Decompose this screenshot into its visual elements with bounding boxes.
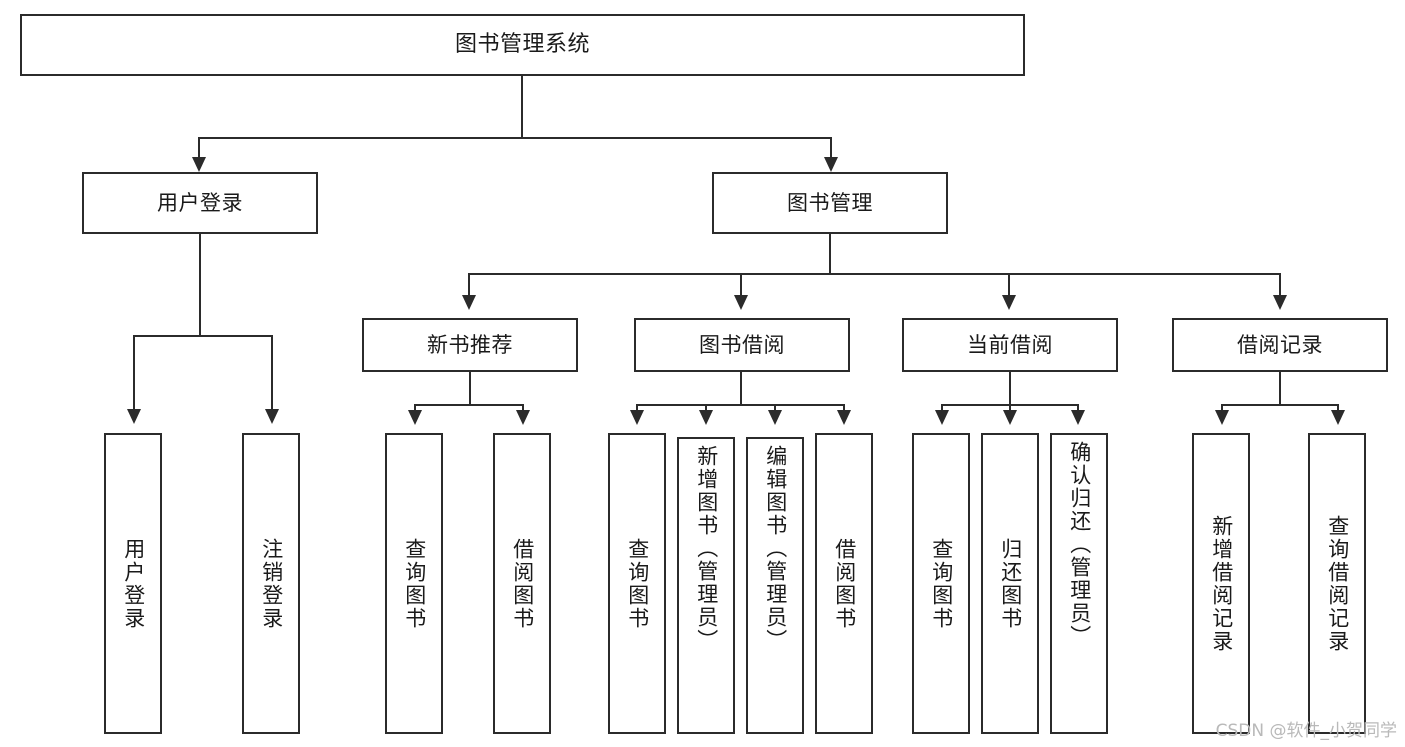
node-leaf-query-book-borrow[interactable]: 查询图书 bbox=[608, 433, 666, 734]
node-leaf-logout-label: 注销登录 bbox=[259, 537, 284, 630]
node-leaf-add-book-admin[interactable]: 新增图书（管理员） bbox=[677, 437, 735, 734]
node-leaf-query-borrow-record[interactable]: 查询借阅记录 bbox=[1308, 433, 1366, 734]
edge-borrow-to-c bbox=[774, 404, 776, 412]
node-root-system-label: 图书管理系统 bbox=[454, 32, 590, 58]
edge-user-to-leaf2 bbox=[271, 335, 273, 411]
edge-current-to-a bbox=[941, 404, 943, 412]
arrow-borrow-leaf-b bbox=[699, 410, 713, 425]
arrow-to-user-login bbox=[192, 157, 206, 172]
arrow-to-current-borrow bbox=[1002, 295, 1016, 310]
node-book-borrow-label: 图书借阅 bbox=[699, 332, 785, 357]
node-leaf-return-book-label: 归还图书 bbox=[998, 537, 1023, 630]
arrow-record-leaf-a bbox=[1215, 410, 1229, 425]
node-leaf-query-book-new-label: 查询图书 bbox=[402, 537, 427, 630]
node-book-borrow[interactable]: 图书借阅 bbox=[634, 318, 850, 372]
arrow-to-logout-leaf bbox=[265, 409, 279, 424]
arrow-current-leaf-a bbox=[935, 410, 949, 425]
edge-book-to-current bbox=[1008, 273, 1010, 297]
node-leaf-return-book[interactable]: 归还图书 bbox=[981, 433, 1039, 734]
edge-book-to-record bbox=[1279, 273, 1281, 297]
arrow-to-borrow-record bbox=[1273, 295, 1287, 310]
node-current-borrow-label: 当前借阅 bbox=[967, 332, 1053, 357]
node-new-book-recommend-label: 新书推荐 bbox=[427, 332, 513, 357]
arrow-new-leaf-b bbox=[516, 410, 530, 425]
edge-root-to-book bbox=[830, 137, 832, 159]
edge-current-to-c bbox=[1077, 404, 1079, 412]
node-leaf-query-book-borrow-label: 查询图书 bbox=[625, 537, 650, 630]
edge-book-bar bbox=[468, 273, 1281, 275]
node-leaf-query-book-new[interactable]: 查询图书 bbox=[385, 433, 443, 734]
edge-new-bar bbox=[414, 404, 524, 406]
arrow-borrow-leaf-d bbox=[837, 410, 851, 425]
edge-borrow-bar bbox=[636, 404, 845, 406]
node-root-system[interactable]: 图书管理系统 bbox=[20, 14, 1025, 76]
edge-root-down bbox=[521, 76, 523, 138]
edge-borrow-to-d bbox=[843, 404, 845, 412]
node-user-login[interactable]: 用户登录 bbox=[82, 172, 318, 234]
arrow-borrow-leaf-a bbox=[630, 410, 644, 425]
edge-book-to-new bbox=[468, 273, 470, 297]
edge-borrow-down bbox=[740, 372, 742, 405]
edge-record-down bbox=[1279, 372, 1281, 405]
edge-record-to-b bbox=[1337, 404, 1339, 412]
node-leaf-borrow-book-new-label: 借阅图书 bbox=[510, 537, 535, 630]
node-leaf-borrow-book[interactable]: 借阅图书 bbox=[815, 433, 873, 734]
edge-user-to-leaf1 bbox=[133, 335, 135, 411]
edge-new-to-a bbox=[414, 404, 416, 412]
node-borrow-record-label: 借阅记录 bbox=[1237, 332, 1323, 357]
node-user-login-label: 用户登录 bbox=[157, 190, 243, 215]
edge-user-bar bbox=[133, 335, 273, 337]
node-leaf-query-borrow-record-label: 查询借阅记录 bbox=[1325, 514, 1350, 653]
node-leaf-borrow-book-new[interactable]: 借阅图书 bbox=[493, 433, 551, 734]
node-leaf-add-borrow-record-label: 新增借阅记录 bbox=[1209, 514, 1234, 653]
arrow-current-leaf-b bbox=[1003, 410, 1017, 425]
edge-new-down bbox=[469, 372, 471, 405]
node-book-management[interactable]: 图书管理 bbox=[712, 172, 948, 234]
edge-borrow-to-a bbox=[636, 404, 638, 412]
edge-new-to-b bbox=[522, 404, 524, 412]
csdn-watermark: CSDN @软件_小贺同学 bbox=[1215, 721, 1397, 741]
edge-book-down bbox=[829, 234, 831, 274]
node-leaf-confirm-return-admin-label: 确认归还（管理员） bbox=[1067, 441, 1092, 648]
node-leaf-logout[interactable]: 注销登录 bbox=[242, 433, 300, 734]
edge-record-to-a bbox=[1221, 404, 1223, 412]
arrow-new-leaf-a bbox=[408, 410, 422, 425]
arrow-to-book-manage bbox=[824, 157, 838, 172]
node-leaf-query-book-current-label: 查询图书 bbox=[929, 537, 954, 630]
node-leaf-user-login-label: 用户登录 bbox=[121, 537, 146, 630]
node-new-book-recommend[interactable]: 新书推荐 bbox=[362, 318, 578, 372]
edge-book-to-borrow bbox=[740, 273, 742, 297]
node-leaf-query-book-current[interactable]: 查询图书 bbox=[912, 433, 970, 734]
arrow-record-leaf-b bbox=[1331, 410, 1345, 425]
arrow-to-new-book bbox=[462, 295, 476, 310]
node-leaf-edit-book-admin-label: 编辑图书（管理员） bbox=[763, 445, 788, 652]
edge-current-to-b bbox=[1009, 404, 1011, 412]
edge-current-down bbox=[1009, 372, 1011, 405]
arrow-to-user-login-leaf bbox=[127, 409, 141, 424]
edge-root-bar bbox=[198, 137, 832, 139]
node-leaf-confirm-return-admin[interactable]: 确认归还（管理员） bbox=[1050, 433, 1108, 734]
arrow-current-leaf-c bbox=[1071, 410, 1085, 425]
arrow-borrow-leaf-c bbox=[768, 410, 782, 425]
node-leaf-edit-book-admin[interactable]: 编辑图书（管理员） bbox=[746, 437, 804, 734]
edge-user-down bbox=[199, 234, 201, 336]
node-leaf-borrow-book-label: 借阅图书 bbox=[832, 537, 857, 630]
node-leaf-add-book-admin-label: 新增图书（管理员） bbox=[694, 445, 719, 652]
edge-root-to-user bbox=[198, 137, 200, 159]
node-borrow-record[interactable]: 借阅记录 bbox=[1172, 318, 1388, 372]
edge-record-bar bbox=[1221, 404, 1338, 406]
node-book-management-label: 图书管理 bbox=[787, 190, 873, 215]
node-leaf-user-login[interactable]: 用户登录 bbox=[104, 433, 162, 734]
arrow-to-book-borrow bbox=[734, 295, 748, 310]
edge-borrow-to-b bbox=[705, 404, 707, 412]
node-current-borrow[interactable]: 当前借阅 bbox=[902, 318, 1118, 372]
node-leaf-add-borrow-record[interactable]: 新增借阅记录 bbox=[1192, 433, 1250, 734]
